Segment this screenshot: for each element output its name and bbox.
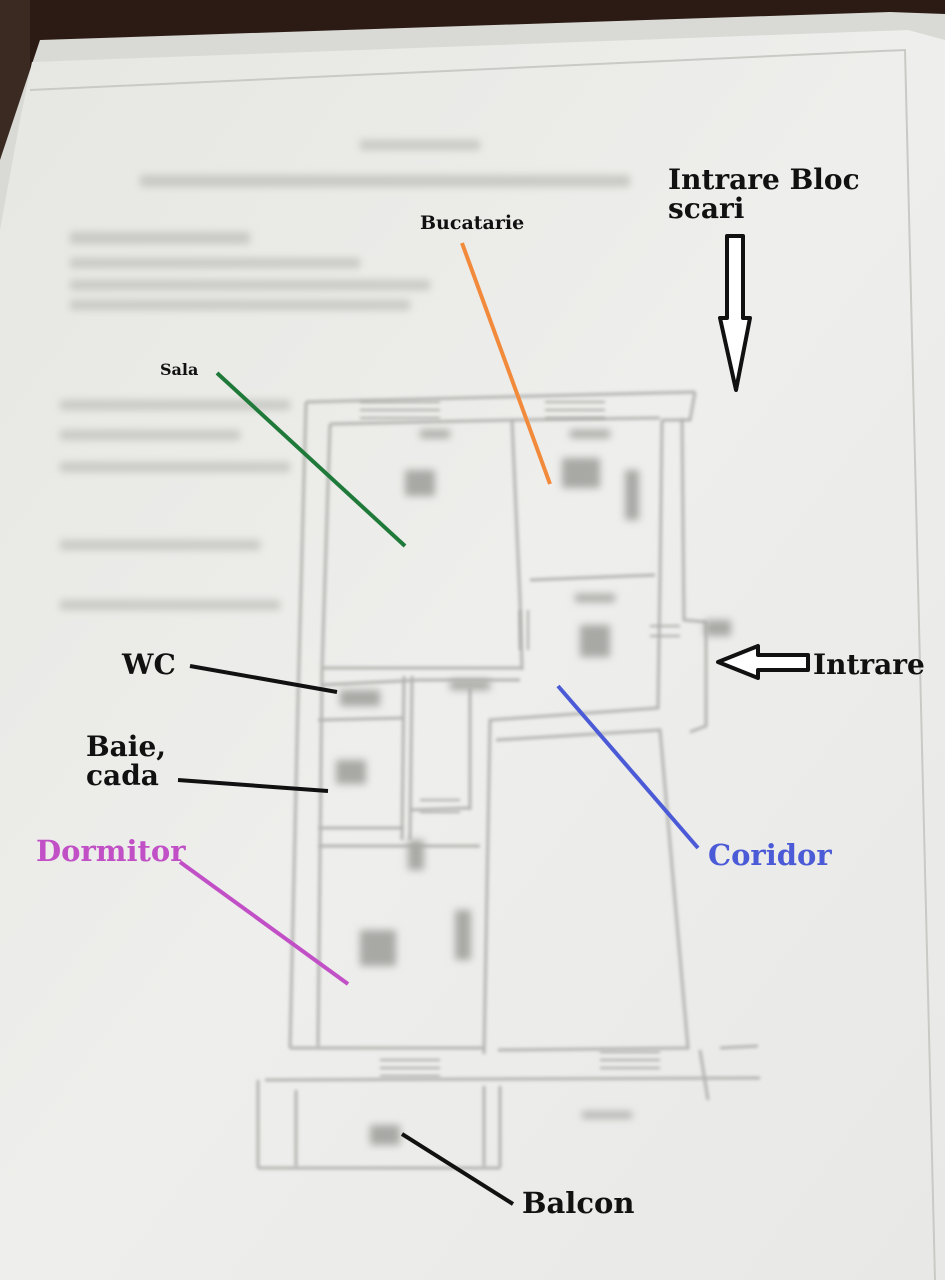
- label-balcon: Balcon: [522, 1186, 635, 1220]
- window-marks: [360, 401, 680, 1077]
- paper-border: [29, 48, 936, 1280]
- down-arrow-icon: [718, 234, 752, 392]
- left-arrow-icon: [716, 644, 810, 680]
- floor-plan-drawing: [256, 390, 761, 1170]
- paper-sheet: [0, 30, 945, 1280]
- dimension-marks: [336, 430, 731, 1145]
- label-sala: Sala: [160, 360, 199, 379]
- bucatarie-leader-line: [460, 242, 552, 485]
- label-wc: WC: [122, 648, 176, 681]
- wc-leader-line: [189, 664, 338, 694]
- label-coridor: Coridor: [708, 838, 832, 872]
- balcon-leader-line: [400, 1132, 515, 1206]
- baie-leader-line: [177, 778, 329, 793]
- coridor-leader-line: [556, 684, 700, 850]
- label-baie-cada: Baie, cada: [86, 730, 167, 793]
- blurred-text-rows: [60, 140, 630, 610]
- label-intrare: Intrare: [813, 648, 925, 681]
- label-intrare-bloc-scari: Intrare Bloc scari: [668, 163, 860, 226]
- sala-leader-line: [215, 371, 407, 548]
- label-bucatarie: Bucatarie: [420, 212, 525, 234]
- dormitor-leader-line: [178, 860, 350, 986]
- label-dormitor: Dormitor: [36, 834, 186, 868]
